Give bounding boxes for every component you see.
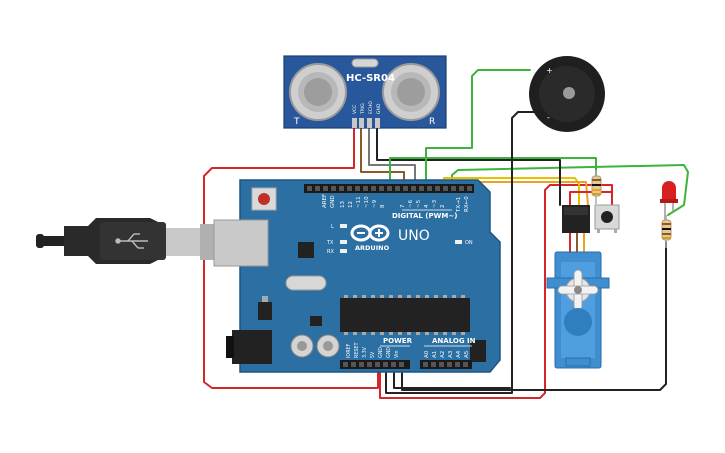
pin-label-13: 13	[340, 201, 346, 208]
pin-label-tx: TX→1	[456, 197, 462, 213]
led-rx-label: RX	[327, 249, 334, 255]
analog-pin-labels: A0 A1 A2 A3 A4 A5	[424, 350, 470, 358]
digital-header-holes	[307, 186, 472, 191]
power-pin-labels: IOREF RESET 3.3V 5V GND GND Vin	[346, 343, 400, 358]
sensor-model-label: HC-SR04	[346, 73, 395, 84]
led-l	[340, 224, 347, 228]
usb-icon	[115, 233, 148, 249]
crystal	[285, 275, 327, 291]
pin-label-aref: AREF	[322, 194, 328, 208]
transducer-left	[289, 63, 347, 121]
wire-ground-led	[401, 241, 667, 391]
pin-label-11: ~11	[356, 196, 362, 208]
pin-label-a4: A4	[456, 350, 462, 358]
power-title: POWER	[383, 337, 413, 345]
led-rx	[340, 249, 347, 253]
usb-chip	[298, 242, 314, 258]
wire-5v-left	[203, 127, 379, 389]
buzzer-hole	[563, 87, 575, 99]
sensor-t-mark: T	[293, 117, 300, 127]
arduino-board: AREF GND 13 12 ~11 ~10 ~9 8 7 ~6 ~5 4 ~3…	[213, 179, 501, 373]
pin-label-reset: RESET	[354, 343, 360, 358]
push-button[interactable]	[594, 204, 620, 233]
sensor-pin-trig: TRIG	[360, 103, 366, 115]
wire-ground-bus	[385, 111, 549, 394]
wire-sensor-gnd	[376, 127, 513, 161]
pin-label-vin: Vin	[394, 350, 400, 358]
sensor-pin-gnd: GND	[376, 103, 382, 114]
board-name: UNO	[398, 228, 430, 244]
resistor-led	[661, 215, 672, 248]
red-led	[660, 181, 678, 222]
pin-label-7: 7	[400, 204, 406, 208]
pin-label-12: 12	[348, 201, 354, 208]
ultrasonic-sensor: HC-SR04 T R VCC TRIG ECHO GND	[283, 55, 447, 129]
sensor-crystal	[351, 58, 379, 68]
pin-label-a1: A1	[432, 351, 438, 358]
digital-pin-labels: 13 12 ~11 ~10 ~9 8 7 ~6 ~5 4 ~3 2 TX→1 R…	[340, 196, 470, 213]
board-brand: ARDUINO	[355, 244, 390, 252]
wire-servo-power	[569, 191, 613, 206]
wire-5v-right	[379, 184, 613, 399]
wire-led-signal	[451, 164, 689, 216]
analog-title: ANALOG IN	[432, 337, 476, 345]
pin-label-9: ~9	[372, 199, 378, 208]
pin-label-gnd-1: GND	[378, 347, 384, 358]
sensor-pin-echo: ECHO	[368, 101, 374, 114]
buzzer-minus: -	[547, 113, 550, 122]
chip-pins	[344, 295, 465, 335]
resistor-button	[591, 170, 602, 204]
atmega-chip	[340, 298, 470, 332]
pin-label-3: ~3	[432, 199, 438, 208]
pin-label-4: 4	[424, 204, 430, 208]
led-tx	[340, 240, 347, 244]
pin-label-gnd-top: GND	[330, 195, 336, 208]
pin-label-a2: A2	[440, 351, 446, 358]
pin-label-10: ~10	[364, 196, 370, 208]
pin-label-ioref: IOREF	[346, 343, 352, 358]
pin-label-2: 2	[440, 205, 446, 209]
wire-buzzer-signal	[425, 69, 531, 191]
led-on	[455, 240, 462, 244]
led-tx-label: TX	[326, 240, 334, 246]
servo-motor	[546, 205, 610, 369]
arduino-logo	[350, 224, 390, 242]
analog-header	[420, 360, 472, 369]
icsp-header	[470, 340, 486, 362]
pin-label-a5: A5	[464, 350, 470, 358]
wire-echo	[368, 127, 416, 191]
power-jack	[232, 330, 272, 364]
pin-label-rx: RX←0	[464, 196, 470, 212]
usb-socket	[213, 219, 269, 267]
pin-label-5: ~5	[416, 199, 422, 208]
led-on-label: ON	[465, 240, 473, 246]
sensor-r-mark: R	[429, 117, 435, 127]
wire-ground-servo	[511, 159, 561, 206]
regulator	[258, 302, 272, 320]
pin-label-6: ~6	[408, 199, 414, 208]
usb-cable	[36, 218, 216, 264]
buzzer-plus: +	[546, 66, 553, 75]
wire-button-signal	[389, 157, 597, 191]
led-l-label: L	[331, 224, 334, 230]
sensor-pin-labels: VCC TRIG ECHO GND	[352, 101, 382, 115]
pin-label-a0: A0	[424, 350, 430, 358]
sensor-pin-vcc: VCC	[352, 105, 358, 114]
pin-label-5v: 5V	[370, 351, 376, 358]
pin-label-a3: A3	[448, 350, 454, 358]
pin-label-8: 8	[380, 204, 386, 208]
pin-label-3v3: 3.3V	[362, 346, 368, 358]
digital-header-title: DIGITAL (PWM~)	[392, 212, 457, 220]
transducer-right	[382, 63, 440, 121]
piezo-buzzer: + -	[529, 56, 605, 132]
pin-label-gnd-2: GND	[386, 347, 392, 358]
